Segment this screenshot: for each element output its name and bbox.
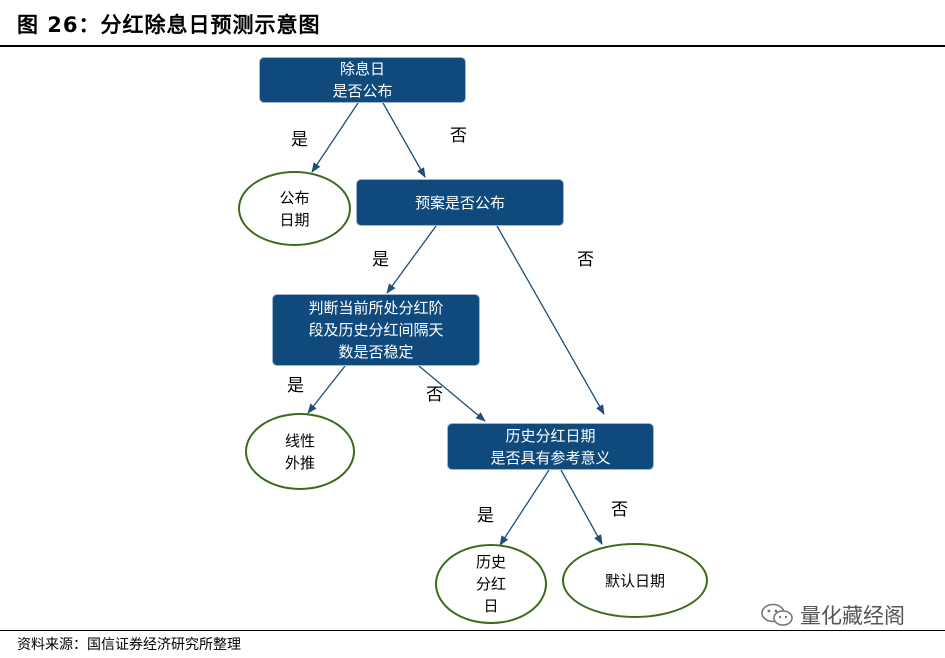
oval-line: 日期 [279,210,310,229]
node-history-reference: 历史分红日期 是否具有参考意义 [447,423,654,470]
header-rule [0,45,945,47]
node-line: 是否公布 [332,82,393,100]
oval-line: 线性 [284,431,315,450]
oval-line: 分红 [475,575,506,593]
node-line: 历史分红日期 [505,426,596,445]
oval-line: 历史 [475,553,506,571]
arrow-n1-n2 [382,102,426,178]
node-exdiv-announced: 除息日 是否公布 [259,57,466,103]
watermark: 量化藏经阁 [760,600,905,630]
node-interval-stable: 判断当前所处分红阶 段及历史分红间隔天 数是否稳定 [272,294,480,366]
node-line: 段及历史分红间隔天 [308,321,444,339]
outcome-historical-date: 历史 分红 日 [435,544,547,624]
wechat-icon [761,603,793,626]
edge-label-yes: 是 [477,506,494,526]
arrow-n3-n4 [418,365,486,422]
figure-header: 图 26：分红除息日预测示意图 [0,0,945,47]
node-line: 预案是否公布 [414,193,505,212]
edge-label-no: 否 [577,250,594,270]
oval-line: 日 [483,597,499,615]
figure-title: 图 26：分红除息日预测示意图 [17,13,321,37]
source-note: 资料来源：国信证券经济研究所整理 [17,637,241,653]
arrow-n3-o2 [307,365,346,414]
edge-label-yes: 是 [287,376,304,396]
oval-line: 外推 [284,453,315,472]
edge-label-no: 否 [450,126,467,146]
oval-line: 默认日期 [604,571,665,590]
outcome-default-date: 默认日期 [562,543,708,618]
watermark-text: 量化藏经阁 [800,604,905,628]
node-plan-announced: 预案是否公布 [356,179,564,226]
arrow-n4-o4 [560,469,603,545]
edge-label-no: 否 [611,500,628,520]
node-line: 除息日 [339,60,385,78]
arrow-n1-o1 [311,102,359,173]
outcome-announced-date: 公布 日期 [238,171,351,246]
node-line: 是否具有参考意义 [490,448,611,467]
arrow-n4-o3 [499,469,550,546]
edge-label-no: 否 [426,385,443,405]
arrow-n2-n3 [386,225,437,294]
node-line: 数是否稳定 [338,343,414,361]
footer-rule [0,630,945,631]
oval-line: 公布 [279,188,310,207]
edge-label-yes: 是 [291,130,308,150]
edge-label-yes: 是 [372,250,389,270]
arrow-n2-n4 [496,225,605,415]
node-line: 判断当前所处分红阶 [308,299,444,317]
outcome-linear-extrapolation: 线性 外推 [245,413,355,490]
